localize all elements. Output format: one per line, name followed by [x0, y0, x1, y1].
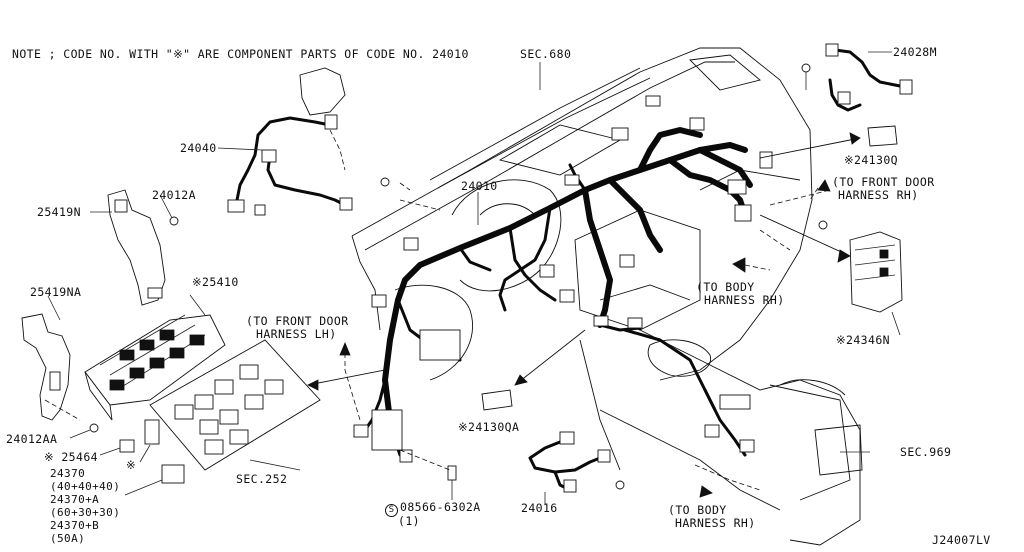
bolt-circle-icon: S — [385, 504, 398, 517]
main-harness-24010 — [363, 127, 753, 457]
label-to-front-door-rh-2: HARNESS RH) — [838, 188, 919, 202]
part-24130q — [759, 125, 898, 206]
label-sec969: SEC.969 — [900, 445, 952, 459]
label-24130q: ※24130Q — [844, 153, 898, 167]
label-to-front-door-lh-1: (TO FRONT DOOR — [246, 314, 349, 328]
label-to-front-door-rh-1: (TO FRONT DOOR — [832, 175, 935, 189]
label-24016: 24016 — [521, 501, 558, 515]
label-sec252: SEC.252 — [236, 472, 288, 486]
label-to-front-door-lh-2: HARNESS LH) — [256, 327, 337, 341]
harness-24016 — [528, 431, 611, 505]
small-parts-left — [69, 419, 185, 496]
part-24130qa — [481, 329, 586, 411]
label-25410: ※25410 — [192, 275, 239, 289]
label-24040: 24040 — [180, 141, 217, 155]
label-to-body-rh-b-1: (TO BODY — [668, 503, 727, 517]
label-star-mark: ※ — [126, 458, 137, 472]
harness-24040 — [217, 67, 353, 216]
label-25419n: 25419N — [37, 205, 81, 219]
label-25464: ※ 25464 — [44, 450, 98, 464]
label-to-body-rh-a-2: HARNESS RH) — [704, 293, 785, 307]
harness-connectors — [353, 95, 773, 463]
fuse-block-25410 — [84, 294, 226, 421]
screws — [380, 63, 828, 490]
bracket-25419n — [90, 189, 179, 306]
bolt-08566 — [399, 449, 457, 500]
label-24012a: 24012A — [152, 188, 196, 202]
note-text: NOTE ; CODE NO. WITH "※" ARE COMPONENT P… — [12, 47, 469, 61]
bracket-25419na — [21, 295, 81, 421]
label-25419na: 25419NA — [30, 285, 82, 299]
label-24012aa: 24012AA — [6, 432, 58, 446]
label-08566-code: 08566-6302A — [400, 500, 481, 514]
leader-lines — [307, 62, 870, 491]
part-24346n — [759, 214, 903, 336]
label-24010: 24010 — [461, 179, 498, 193]
relay-panel-sec252 — [149, 339, 321, 471]
label-24346n: ※24346N — [836, 333, 890, 347]
label-sec680: SEC.680 — [520, 47, 572, 61]
label-to-body-rh-b-2: HARNESS RH) — [675, 516, 756, 530]
center-console-outline — [599, 329, 863, 546]
harness-24028m — [825, 43, 913, 112]
label-24370-block: 24370 (40+40+40) 24370+A (60+30+30) 2437… — [50, 467, 121, 545]
label-24130qa: ※24130QA — [458, 420, 520, 434]
figure-id: J24007LV — [932, 533, 991, 547]
label-bolt-qty: (1) — [398, 514, 420, 528]
arrowheads — [307, 132, 861, 498]
label-to-body-rh-a-1: (TO BODY — [696, 280, 755, 294]
label-24028m: 24028M — [893, 45, 937, 59]
